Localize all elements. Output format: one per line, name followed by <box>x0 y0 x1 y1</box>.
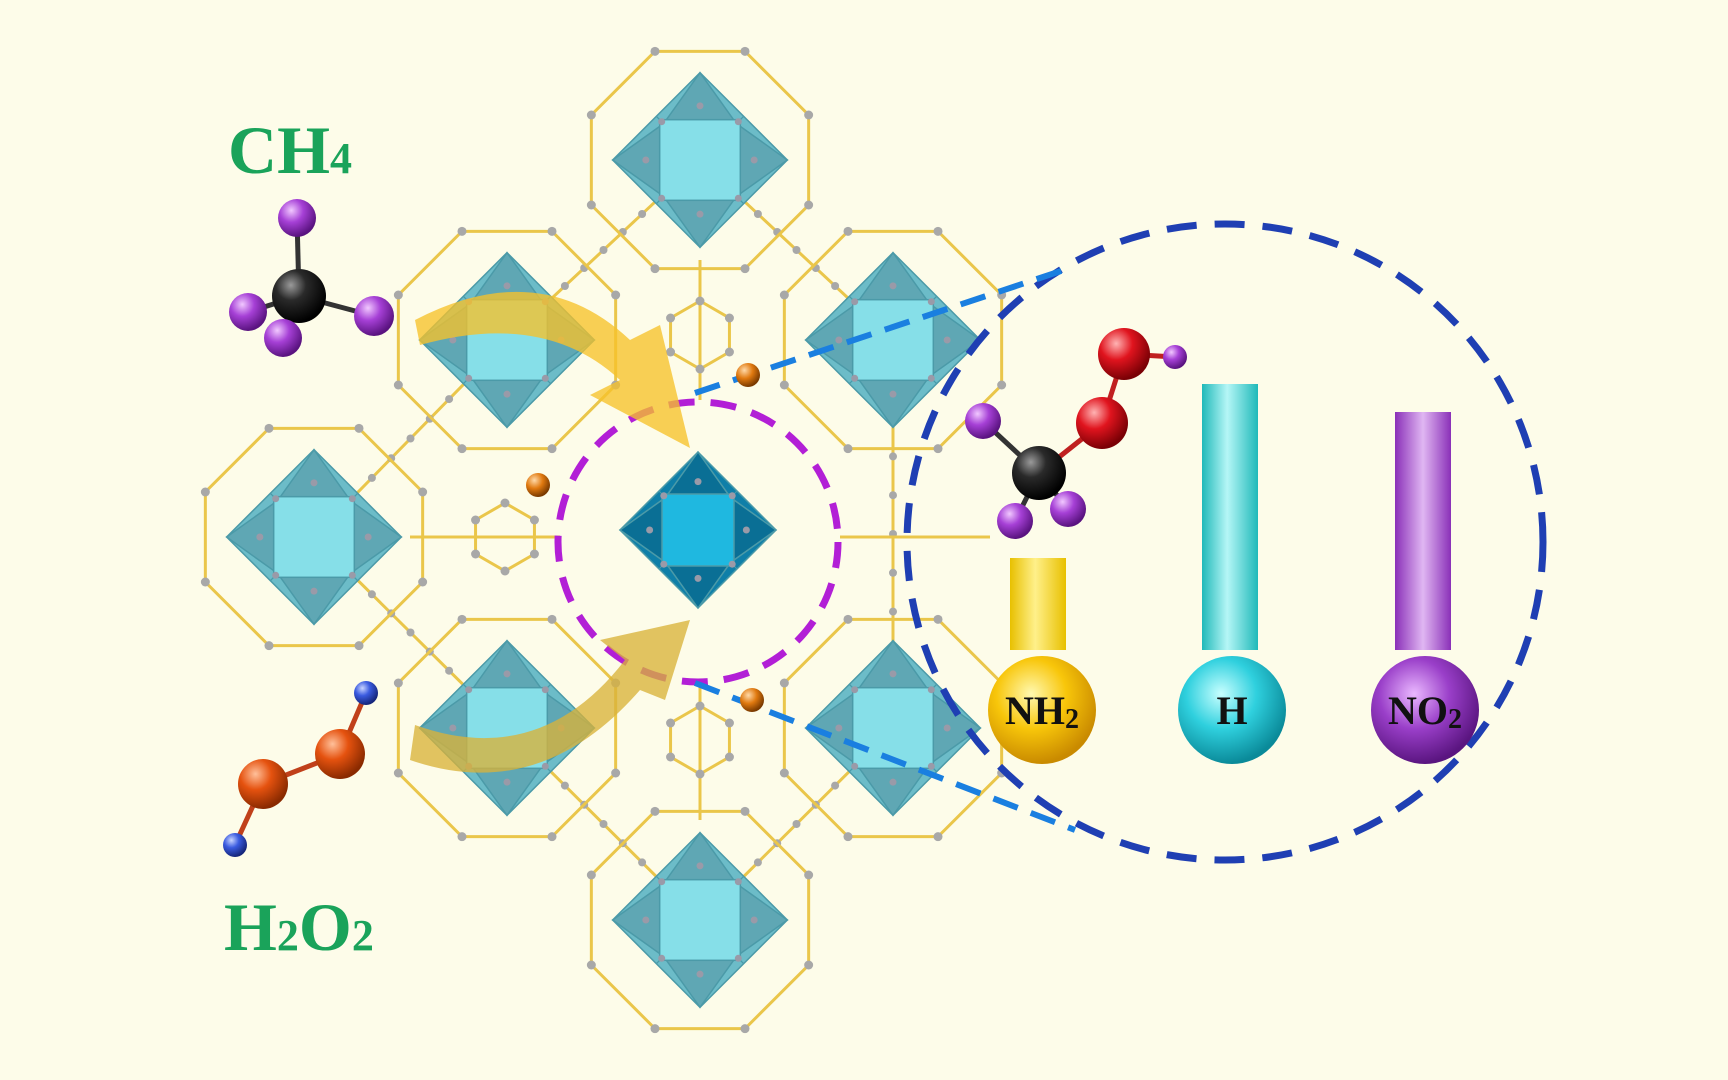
zoom-callout-circle <box>903 220 1547 864</box>
linker-atom <box>753 858 762 867</box>
linker-atom <box>367 590 376 599</box>
linker-atom <box>638 858 647 867</box>
linker-atom <box>367 473 376 482</box>
h-bar <box>1202 384 1258 650</box>
functional-group-no2: NO2 <box>1371 412 1479 764</box>
functional-site-sphere <box>740 688 764 712</box>
nh2-label: NH2 <box>1005 688 1079 735</box>
linker-atom <box>889 607 897 616</box>
linker-atom <box>889 568 897 577</box>
linker-atom <box>445 666 454 675</box>
functional-group-h: H <box>1178 384 1286 764</box>
h2o2-label: H2O2 <box>224 889 374 965</box>
linker-atom <box>792 246 801 254</box>
linker-atom <box>889 452 897 461</box>
nh2-sphere <box>988 656 1096 764</box>
linker-atom <box>406 434 415 443</box>
ch4-label: CH4 <box>228 112 352 188</box>
linker-atom <box>445 395 454 404</box>
functional-site-sphere <box>736 363 760 387</box>
no2-bar <box>1395 412 1451 650</box>
metal-cluster <box>779 226 1007 454</box>
metal-cluster <box>618 450 778 610</box>
aromatic-linker-rings <box>471 296 734 779</box>
central-active-cluster <box>618 450 778 610</box>
h-sphere <box>1178 656 1286 764</box>
functional-group-nh2: NH2 <box>988 558 1096 764</box>
upper-adsorption-arrow <box>415 291 690 448</box>
metal-cluster <box>586 46 814 274</box>
metal-cluster <box>779 614 1007 842</box>
linker-atom <box>599 820 608 828</box>
benzene-ring <box>471 498 539 576</box>
zirconium-oxo-clusters <box>200 46 1007 1034</box>
zoom-callout-lower-line <box>693 680 1077 833</box>
linker-atom <box>792 820 801 828</box>
benzene-ring <box>666 296 734 374</box>
hydrogen-peroxide-molecule-icon <box>223 681 378 857</box>
nh2-bar <box>1010 558 1066 650</box>
linker-atom <box>638 210 647 218</box>
metal-cluster <box>586 806 814 1034</box>
linker-atom <box>560 781 569 790</box>
linker-atom <box>599 246 608 254</box>
methyl-hydroperoxide-molecule-icon <box>965 328 1187 539</box>
linker-atom <box>560 282 569 290</box>
linker-atom <box>831 781 840 790</box>
linker-atom <box>831 282 840 290</box>
functional-site-sphere <box>526 473 550 497</box>
linker-atom <box>753 210 762 218</box>
methane-molecule-icon <box>229 199 394 357</box>
no2-sphere <box>1371 656 1479 764</box>
benzene-ring <box>666 701 734 779</box>
linker-atom <box>889 491 897 500</box>
metal-cluster <box>200 423 428 651</box>
linker-atom <box>406 628 415 637</box>
lower-adsorption-arrow <box>410 620 690 773</box>
no2-label: NO2 <box>1388 688 1462 735</box>
h-label: H <box>1216 688 1247 733</box>
